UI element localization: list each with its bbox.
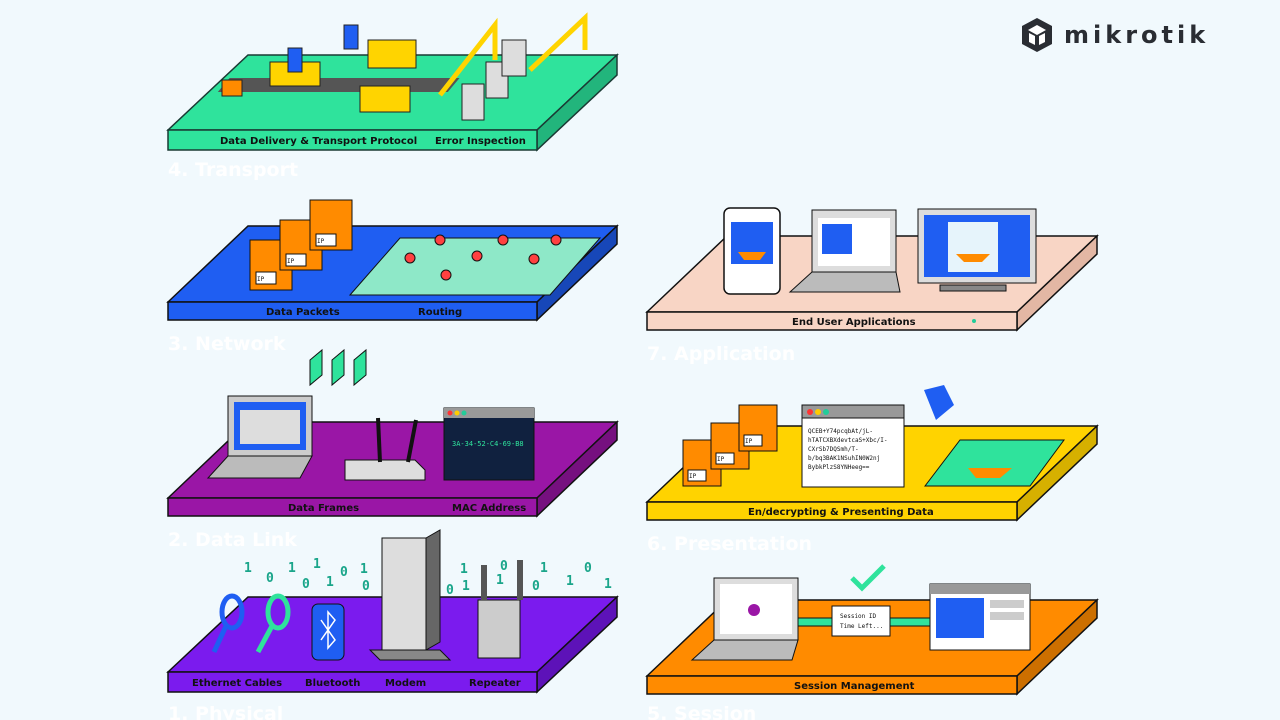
svg-text:1: 1 [360,562,368,577]
mac-address-window: 3A-34-52-C4-69-B8 [443,407,535,481]
svg-text:hTATCXBXdevtcaS+Xbc/I-: hTATCXBXdevtcaS+Xbc/I- [808,437,887,444]
physical-label-ethernet: Ethernet Cables [192,678,282,689]
laptop-icon [690,577,799,661]
mikrotik-logo: mikrotik [1020,17,1209,53]
svg-text:0: 0 [362,579,370,594]
svg-text:Time Left...: Time Left... [840,623,883,630]
ciphertext-window: QCEB+Y74pcqbAt/jL- hTATCXBXdevtcaS+Xbc/I… [801,404,905,488]
monitor-icon [917,208,1037,292]
transport-layer: Data Delivery & Transport Protocol Error… [166,12,619,181]
svg-text:1: 1 [462,579,470,594]
presentation-label: En/decrypting & Presenting Data [748,507,934,518]
svg-text:1: 1 [244,561,252,576]
transport-label-delivery: Data Delivery & Transport Protocol [220,136,417,147]
network-label-routing: Routing [418,307,462,318]
physical-label-bluetooth: Bluetooth [305,678,360,689]
puzzle-piece-icon [924,385,954,420]
application-layer: End User Applications 7. Application [645,207,1099,365]
svg-text:IP: IP [745,438,753,445]
svg-text:1: 1 [460,562,468,577]
bluetooth-icon [311,603,345,661]
laptop-icon [788,209,901,293]
route-pin-icons [404,234,562,281]
svg-text:0: 0 [302,577,310,592]
datalink-layer: 3A-34-52-C4-69-B8 Data Frames MAC Addres… [166,348,619,551]
application-label: End User Applications [792,317,916,328]
network-layer: IP IP IP Data Packets Routing 3. Network [166,199,619,355]
svg-text:1: 1 [496,573,504,588]
svg-text:1: 1 [288,561,296,576]
svg-text:1: 1 [326,575,334,590]
session-title: 5. Session [647,703,756,720]
session-layer: Session ID Time Left... Session Manageme… [645,564,1099,720]
svg-text:0: 0 [266,571,274,586]
svg-text:IP: IP [689,473,697,480]
svg-text:0: 0 [532,579,540,594]
svg-text:1: 1 [540,561,548,576]
encrypted-packet-envelopes: IP IP IP [682,404,778,487]
svg-text:1: 1 [604,577,612,592]
mikrotik-wordmark: mikrotik [1064,21,1210,49]
transport-label-error: Error Inspection [435,136,526,147]
modem-icon [368,529,452,661]
binary-digits: 1 0 1 1 0 1 0 1 0 0 1 1 0 1 1 0 1 0 1 [244,557,612,598]
svg-text:CXrSb7DQSmh/T-: CXrSb7DQSmh/T- [808,446,859,453]
network-title: 3. Network [168,333,286,355]
checkmark-icon [850,564,886,592]
mac-address-value: 3A-34-52-C4-69-B8 [452,440,524,448]
svg-text:Session ID: Session ID [840,613,877,620]
session-label: Session Management [794,681,915,692]
network-label-packets: Data Packets [266,307,340,318]
session-id-card: Session ID Time Left... [831,605,891,637]
repeater-icon [477,560,523,659]
svg-text:0: 0 [340,565,348,580]
frame-icons [309,348,367,387]
router-icon [344,417,426,481]
data-packet-envelopes: IP IP IP [249,199,353,291]
svg-text:IP: IP [257,276,265,283]
svg-text:0: 0 [446,583,454,598]
application-title: 7. Application [647,343,795,365]
image-picture-icon [923,439,1065,487]
svg-text:QCEB+Y74pcqbAt/jL-: QCEB+Y74pcqbAt/jL- [808,428,873,435]
datalink-label-frames: Data Frames [288,503,359,514]
physical-label-repeater: Repeater [469,678,521,689]
browser-window-icon [929,583,1031,651]
ethernet-cable-icons [211,593,291,654]
phone-icon [723,207,781,295]
presentation-layer: IP IP IP QCEB+Y74pcqbAt/jL- hTATCXBXdevt… [645,385,1099,555]
svg-text:IP: IP [717,456,725,463]
laptop-icon [206,395,313,479]
datalink-label-mac: MAC Address [452,503,526,514]
svg-text:IP: IP [287,258,295,265]
svg-text:IP: IP [317,238,325,245]
mikrotik-logo-icon [1022,18,1052,52]
svg-text:1: 1 [313,557,321,572]
svg-text:b/bq3BAK1NSuhIN0W2nj: b/bq3BAK1NSuhIN0W2nj [808,455,880,462]
svg-text:0: 0 [500,559,508,574]
presentation-title: 6. Presentation [647,533,812,555]
physical-title: 1. Physical [168,703,283,720]
physical-label-modem: Modem [385,678,426,689]
svg-text:0: 0 [584,561,592,576]
physical-layer: 1 0 1 1 0 1 0 1 0 0 1 1 0 1 1 0 1 0 1 Et… [166,529,619,720]
datalink-title: 2. Data Link [168,529,297,551]
transport-title: 4. Transport [168,159,298,181]
indicator-dot [972,319,976,323]
svg-text:1: 1 [566,574,574,589]
svg-text:BybkPlzS8YNHeeg==: BybkPlzS8YNHeeg== [808,464,870,471]
